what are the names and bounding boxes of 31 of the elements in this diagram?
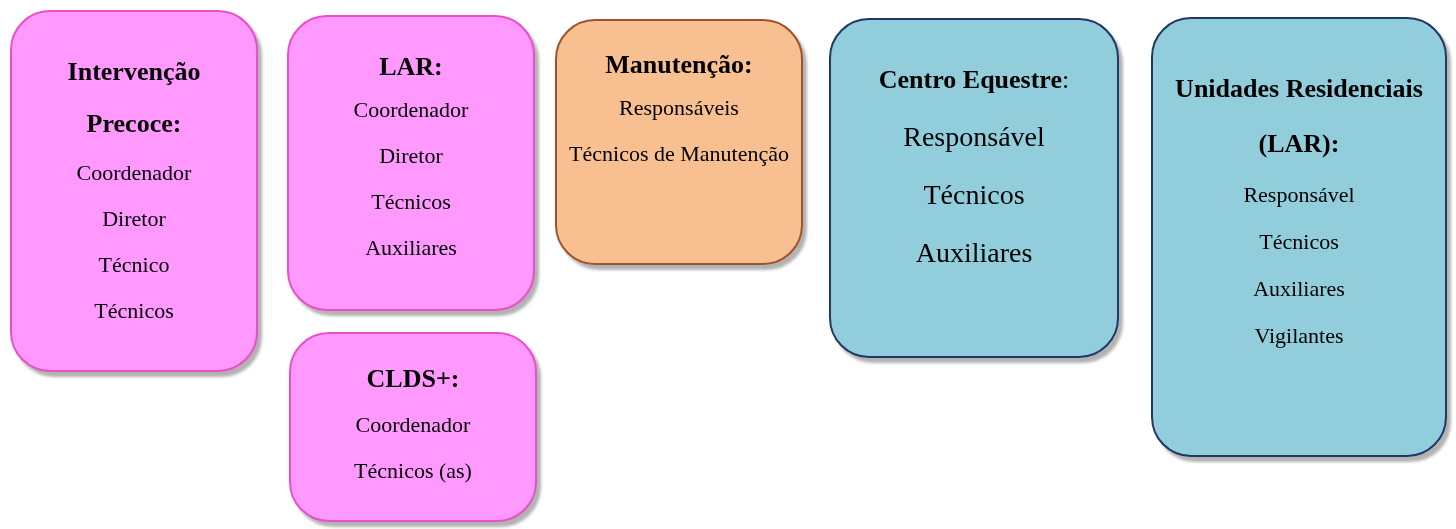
role-text: Técnicos: [93, 297, 175, 325]
role-text: Coordenador: [354, 411, 472, 439]
role-text: Técnicos de Manutenção: [568, 140, 790, 168]
box-heading: Manutenção:: [604, 49, 754, 81]
rounded-box: [555, 19, 803, 265]
role-text: Responsável: [1242, 181, 1356, 209]
role-text: Técnicos: [370, 188, 452, 216]
role-text: Coordenador: [352, 96, 470, 124]
role-text: Diretor: [378, 142, 444, 170]
rounded-box: [10, 10, 258, 372]
role-text: Coordenador: [75, 159, 193, 187]
role-text: Auxiliares: [364, 234, 458, 262]
role-text: Técnicos (as): [353, 457, 473, 485]
role-text: Responsáveis: [618, 94, 740, 122]
box-heading: Unidades Residenciais (LAR):: [1174, 73, 1424, 160]
role-text: Auxiliares: [914, 236, 1034, 270]
box-heading: CLDS+:: [365, 363, 461, 395]
rounded-box: [287, 15, 535, 311]
role-text: Responsável: [902, 120, 1046, 154]
role-text: Auxiliares: [1252, 275, 1346, 303]
role-text: Diretor: [101, 205, 167, 233]
role-text: Vigilantes: [1253, 322, 1345, 350]
rounded-box: [289, 332, 537, 522]
rounded-box: [1151, 17, 1447, 457]
box-heading: Centro Equestre:: [877, 64, 1071, 96]
role-text: Técnicos: [922, 178, 1026, 212]
box-heading: Intervenção Precoce:: [66, 56, 202, 140]
role-text: Técnico: [97, 251, 171, 279]
role-text: Técnicos: [1258, 228, 1340, 256]
rounded-box: [829, 18, 1119, 358]
box-heading: LAR:: [378, 51, 444, 83]
